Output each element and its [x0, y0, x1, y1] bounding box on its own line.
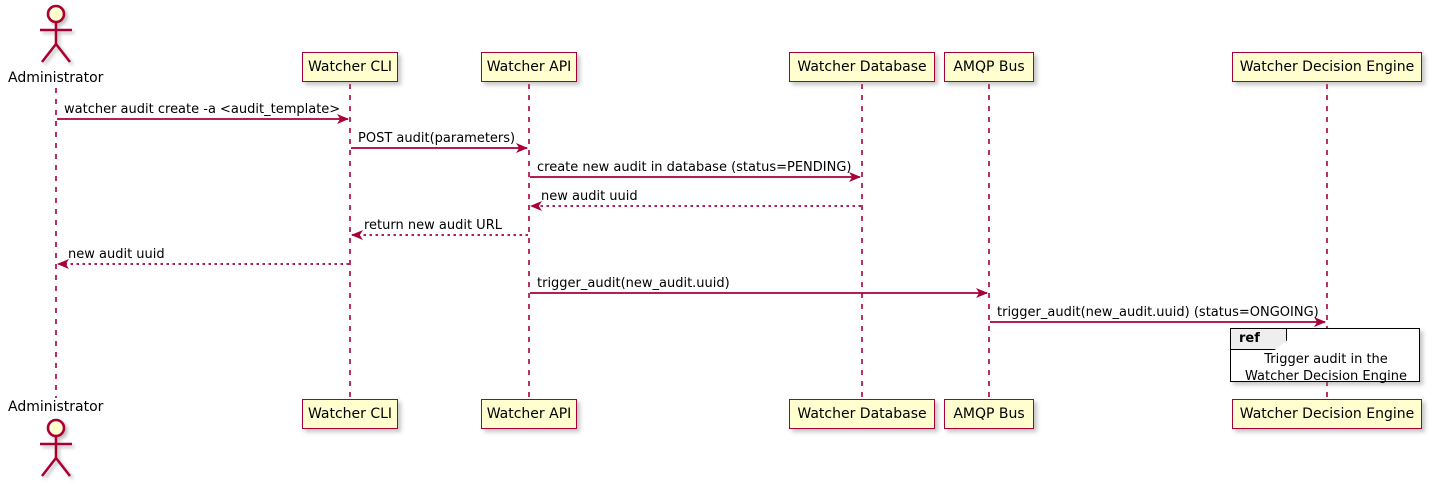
participant-label: Watcher CLI: [307, 59, 393, 75]
participant-label: AMQP Bus: [953, 406, 1025, 422]
participant-box-cli-bottom[interactable]: Watcher CLI: [302, 399, 398, 429]
participant-label: Watcher Decision Engine: [1239, 406, 1415, 422]
message-label-trigger-audit-ongoing: trigger_audit(new_audit.uuid) (status=ON…: [997, 305, 1319, 320]
message-label-new-audit-uuid-cli: new audit uuid: [68, 247, 165, 262]
message-label-new-audit-uuid-db: new audit uuid: [541, 189, 638, 204]
participant-box-wde-bottom[interactable]: Watcher Decision Engine: [1232, 399, 1422, 429]
participant-label: Watcher Database: [797, 406, 927, 422]
message-label-create-new-audit: create new audit in database (status=PEN…: [537, 160, 852, 175]
participant-label: Watcher API: [486, 59, 572, 75]
participant-box-amqp-top[interactable]: AMQP Bus: [944, 52, 1034, 82]
actor-label-admin-bottom: Administrator: [8, 399, 104, 415]
participant-box-wde-top[interactable]: Watcher Decision Engine: [1232, 52, 1422, 82]
participant-box-cli-top[interactable]: Watcher CLI: [302, 52, 398, 82]
participant-label: AMQP Bus: [953, 59, 1025, 75]
participant-box-db-top[interactable]: Watcher Database: [789, 52, 935, 82]
participant-label: Watcher Database: [797, 59, 927, 75]
ref-fragment-tab-label: ref: [1231, 329, 1287, 350]
message-label-return-new-audit-url: return new audit URL: [364, 218, 502, 233]
lifelines: [55, 84, 1328, 398]
ref-fragment[interactable]: ref Trigger audit in the Watcher Decisio…: [1230, 328, 1420, 384]
participant-box-api-bottom[interactable]: Watcher API: [481, 399, 577, 429]
participant-label: Watcher Decision Engine: [1239, 59, 1415, 75]
actor-figure-top: [40, 4, 72, 63]
actor-figure-bottom: [40, 418, 72, 477]
message-arrows: [57, 114, 1326, 327]
participant-label: Watcher API: [486, 406, 572, 422]
actor-label-admin-top: Administrator: [8, 70, 104, 86]
message-label-watcher-audit-create: watcher audit create -a <audit_template>: [64, 102, 341, 117]
participant-label: Watcher CLI: [307, 406, 393, 422]
participant-box-db-bottom[interactable]: Watcher Database: [789, 399, 935, 429]
message-label-trigger-audit: trigger_audit(new_audit.uuid): [537, 276, 730, 291]
participant-box-api-top[interactable]: Watcher API: [481, 52, 577, 82]
participant-box-amqp-bottom[interactable]: AMQP Bus: [944, 399, 1034, 429]
message-label-post-audit: POST audit(parameters): [358, 131, 516, 146]
ref-fragment-body: Trigger audit in the Watcher Decision En…: [1245, 352, 1407, 384]
